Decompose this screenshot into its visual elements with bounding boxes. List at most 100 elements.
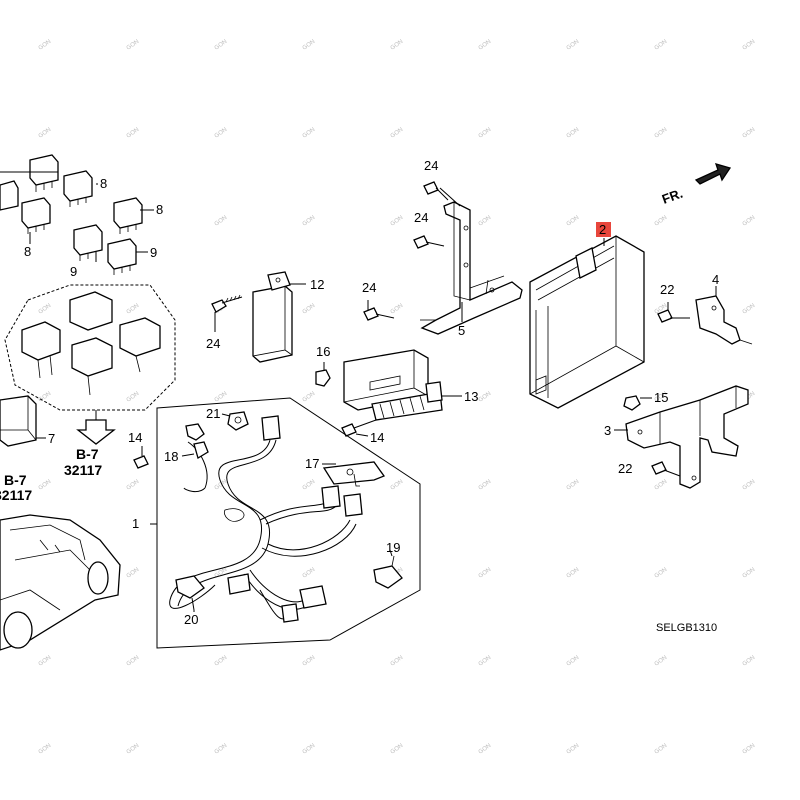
bolt-24-d[interactable] <box>211 294 243 313</box>
watermark: GON <box>566 39 581 52</box>
bolt-24-b[interactable] <box>413 235 445 249</box>
watermark: GON <box>390 127 405 140</box>
ref-left-label[interactable]: B-7 <box>4 472 27 488</box>
callout-3[interactable]: 3 <box>604 423 611 438</box>
callout-5[interactable]: 5 <box>458 323 465 338</box>
bolt-24-c[interactable] <box>363 307 395 321</box>
callout-8-a[interactable]: 8 <box>100 176 107 191</box>
callout-24-a[interactable]: 24 <box>424 158 438 173</box>
front-direction-arrow <box>694 163 732 185</box>
connector-harness-c4[interactable] <box>281 603 299 623</box>
callout-17[interactable]: 17 <box>305 456 319 471</box>
part-17-bracket[interactable] <box>322 461 386 487</box>
part-2-ecu[interactable] <box>529 235 645 409</box>
front-label: FR. <box>660 186 685 207</box>
watermark: GON <box>302 479 317 492</box>
watermark: GON <box>742 39 757 52</box>
part-4-bracket[interactable] <box>695 295 753 345</box>
watermark: GON <box>478 39 493 52</box>
part-3-bracket[interactable] <box>625 385 749 489</box>
callout-18[interactable]: 18 <box>164 449 178 464</box>
callout-2: 2 <box>599 222 606 237</box>
part-5-bracket[interactable] <box>420 201 523 335</box>
watermark: GON <box>566 127 581 140</box>
bolt-22-b[interactable] <box>651 461 681 477</box>
part-12-module[interactable] <box>252 271 293 363</box>
callout-22-b[interactable]: 22 <box>618 461 632 476</box>
grommet-21[interactable] <box>227 411 249 431</box>
callout-15[interactable]: 15 <box>654 390 668 405</box>
callout-14-a[interactable]: 14 <box>370 430 384 445</box>
relay-partial-left[interactable] <box>0 180 19 211</box>
watermark: GON <box>654 215 669 228</box>
clip-20[interactable] <box>175 575 205 611</box>
connector-harness-c1[interactable] <box>321 485 341 509</box>
callout-24-c[interactable]: 24 <box>362 280 376 295</box>
callout-4[interactable]: 4 <box>712 272 719 287</box>
watermark: GON <box>390 215 405 228</box>
watermark: GON <box>566 655 581 668</box>
callout-21[interactable]: 21 <box>206 406 220 421</box>
watermark: GON <box>38 39 53 52</box>
connector-harness-c5[interactable] <box>227 573 251 595</box>
watermark: GON <box>214 127 229 140</box>
watermark: GON <box>126 655 141 668</box>
callout-9-a[interactable]: 9 <box>70 264 77 279</box>
relay-8-b[interactable] <box>63 170 93 207</box>
callout-1[interactable]: 1 <box>132 516 139 531</box>
bolt-24-a[interactable] <box>423 181 449 201</box>
nut-16[interactable] <box>315 369 331 387</box>
ref-main-code[interactable]: 32117 <box>64 462 102 478</box>
diagram-code: SELGB1310 <box>656 622 717 634</box>
part-13-unit[interactable] <box>343 349 443 421</box>
callout-16[interactable]: 16 <box>316 344 330 359</box>
watermark: GON <box>214 391 229 404</box>
connector-harness-top[interactable] <box>261 415 281 441</box>
callout-20[interactable]: 20 <box>184 612 198 627</box>
callout-2-highlight[interactable]: 2 <box>596 222 611 237</box>
ref-main-label[interactable]: B-7 <box>76 446 99 462</box>
watermark: GON <box>126 567 141 580</box>
relay-9-b[interactable] <box>107 238 137 275</box>
watermark: GON <box>390 479 405 492</box>
watermark: GON <box>654 567 669 580</box>
callout-24-b[interactable]: 24 <box>414 210 428 225</box>
watermark: GON <box>654 127 669 140</box>
bolt-22-a[interactable] <box>657 309 690 323</box>
watermark: GON <box>742 127 757 140</box>
watermark: GON <box>390 655 405 668</box>
bolt-14-a[interactable] <box>341 419 377 437</box>
watermark: GON <box>742 479 757 492</box>
callout-12[interactable]: 12 <box>310 277 324 292</box>
connector-harness-c2[interactable] <box>343 493 363 517</box>
callout-7[interactable]: 7 <box>48 431 55 446</box>
relay-9-a[interactable] <box>73 224 103 261</box>
watermark: GON <box>390 303 405 316</box>
callout-14-b[interactable]: 14 <box>128 430 142 445</box>
relay-8-d[interactable] <box>21 197 51 234</box>
part-7-module[interactable] <box>0 395 37 447</box>
watermark: GON <box>742 303 757 316</box>
nut-15[interactable] <box>623 395 641 411</box>
watermark: GON <box>742 655 757 668</box>
watermark: GON <box>654 743 669 756</box>
relay-8-c[interactable] <box>113 197 143 234</box>
callout-8-b[interactable]: 8 <box>156 202 163 217</box>
connector-harness-c3[interactable] <box>299 585 327 609</box>
watermark: GON <box>214 655 229 668</box>
watermark: GON <box>214 479 229 492</box>
relay-8-a[interactable] <box>29 154 59 192</box>
ref-left-code[interactable]: 32117 <box>0 487 32 503</box>
reference-labels: B-7 32117 B-7 32117 <box>0 446 102 503</box>
callout-19[interactable]: 19 <box>386 540 400 555</box>
callout-8-c[interactable]: 8 <box>24 244 31 259</box>
callout-13[interactable]: 13 <box>464 389 478 404</box>
callout-9-b[interactable]: 9 <box>150 245 157 260</box>
watermark: GON <box>478 215 493 228</box>
callout-24-d[interactable]: 24 <box>206 336 220 351</box>
relay-block-detail <box>4 284 176 411</box>
callout-22-a[interactable]: 22 <box>660 282 674 297</box>
clip-19[interactable] <box>373 555 403 589</box>
bolt-14-b[interactable] <box>133 446 149 469</box>
clip-18[interactable] <box>185 423 209 459</box>
